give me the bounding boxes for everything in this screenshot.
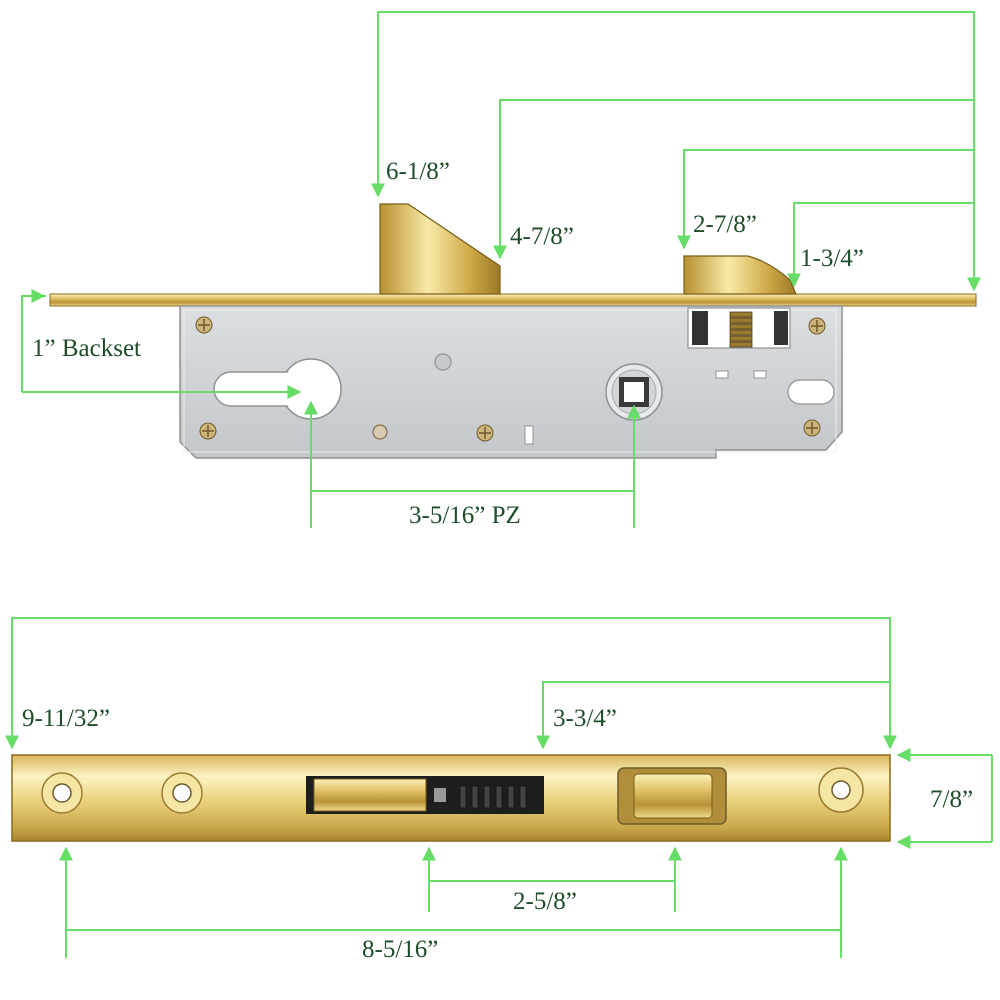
latch-spring-window [687, 307, 791, 349]
faceplate-screw-hole [161, 772, 203, 814]
label-to-latch-tip: 1-3/4” [800, 245, 864, 272]
label-to-deadbolt-tip: 4-7/8” [510, 223, 574, 250]
spring-latch [683, 255, 797, 295]
latch-opening [617, 767, 727, 825]
side-view: 6-1/8” 4-7/8” 2-7/8” 1-3/4” 1” Backset 3… [21, 11, 981, 529]
mounting-screw [808, 317, 826, 335]
dim-line-4-7-8 [493, 99, 974, 260]
dim-line-1-3-4 [787, 202, 974, 288]
mounting-screw [195, 316, 213, 334]
label-bolt-spacing: 2-5/8” [513, 888, 577, 915]
dim-line-to-latch [536, 681, 890, 750]
label-to-latch: 2-7/8” [693, 211, 757, 238]
label-backset: 1” Backset [32, 335, 141, 362]
slot [524, 425, 534, 445]
deadbolt-hook [379, 203, 501, 295]
faceplate-view: 9-11/32” 3-3/4” 7/8” 2-5/8” 8-5/16” [5, 617, 993, 963]
label-overall-to-deadbolt: 6-1/8” [386, 158, 450, 185]
side-dimension-lines [21, 11, 981, 528]
mounting-screw [803, 419, 821, 437]
mounting-screw [476, 424, 494, 442]
pivot-hole [434, 353, 452, 371]
faceplate-dimension-lines [5, 617, 993, 958]
mounting-screw [199, 422, 217, 440]
deadbolt-opening [306, 776, 544, 814]
mounting-screw [372, 424, 388, 440]
label-center-distance: 3-5/16” PZ [409, 502, 521, 529]
label-to-latch-face: 3-3/4” [553, 705, 617, 732]
faceplate-screw-hole [818, 767, 864, 813]
label-faceplate-width: 7/8” [930, 786, 973, 813]
faceplate-edge [49, 293, 977, 307]
label-screw-spacing: 8-5/16” [362, 936, 438, 963]
strike-slot [787, 379, 835, 405]
label-overall-length: 9-11/32” [22, 705, 110, 732]
dim-line-2-7-8 [677, 149, 974, 250]
faceplate-screw-hole [41, 772, 83, 814]
lock-case-body [179, 305, 843, 459]
dim-line-width-top [898, 755, 993, 842]
